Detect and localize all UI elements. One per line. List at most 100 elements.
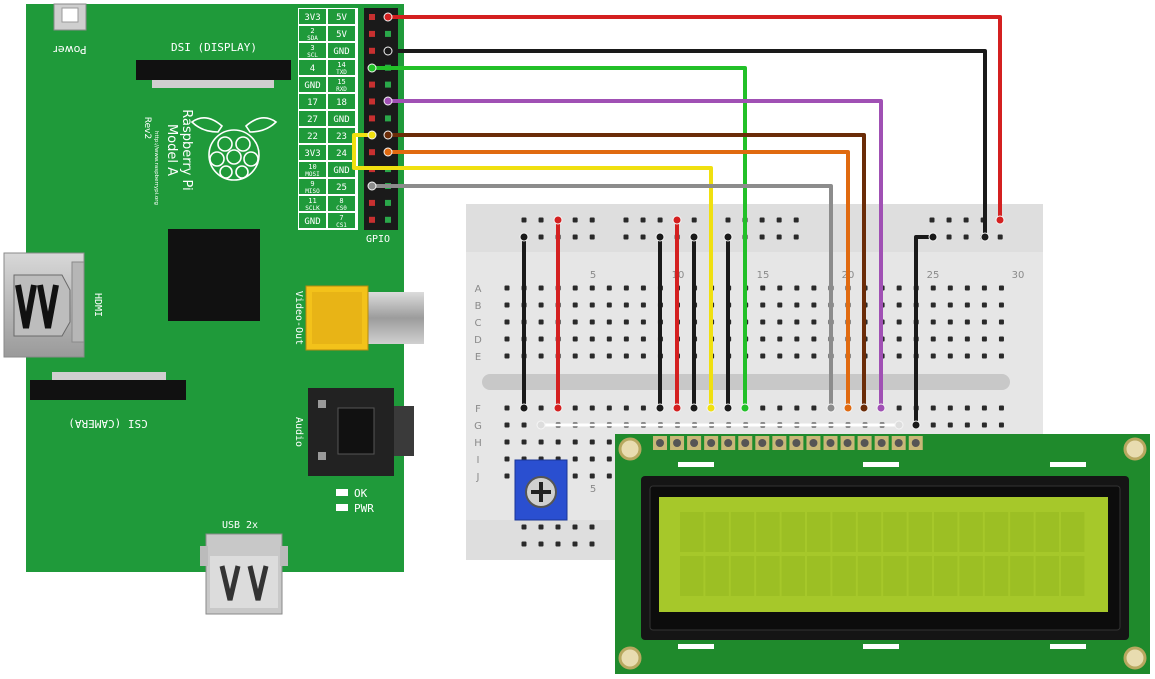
gpio-cell (328, 9, 355, 24)
gpio-cell (328, 196, 355, 211)
gpio-pin (369, 199, 375, 206)
wire-end (519, 403, 529, 413)
pwr-led (336, 504, 348, 511)
wire-orange-gpio24 (386, 150, 850, 410)
breadboard-row-label: E (475, 352, 481, 363)
breadboard-hole (794, 336, 800, 342)
breadboard-hole (777, 319, 783, 325)
gpio-pin-name: 23 (336, 132, 347, 142)
breadboard-hole (555, 541, 561, 547)
breadboard-hole (759, 217, 765, 223)
breadboard-hole (606, 439, 612, 445)
lcd-pin-hole (860, 439, 869, 447)
gpio-cell (328, 111, 355, 126)
breadboard-hole (606, 336, 612, 342)
breadboard-hole (794, 353, 800, 359)
wire-end (876, 403, 886, 413)
audio-label: Audio (293, 417, 304, 447)
gpio-pin-function: RXD (336, 86, 347, 93)
breadboard-hole (998, 302, 1004, 308)
lcd-pin-hole (707, 439, 716, 447)
lcd-char-cell (1010, 556, 1034, 596)
breadboard-hole (555, 524, 561, 530)
gpio-cell (299, 26, 326, 41)
lcd-char-cell (857, 512, 882, 552)
gpio-pin-number: 8 (339, 197, 343, 205)
gpio-pin (385, 216, 391, 223)
gpio-cell (299, 128, 326, 143)
breadboard-row-label: B (475, 301, 482, 312)
breadboard-column-number: 30 (1012, 270, 1025, 281)
breadboard-hole (947, 336, 953, 342)
breadboard-hole (640, 285, 646, 291)
video-out-connector (305, 285, 424, 351)
breadboard-hole (589, 473, 595, 479)
breadboard-hole (623, 405, 629, 411)
lcd-char-cell (984, 512, 1009, 552)
lcd-char-cell (705, 556, 729, 596)
breadboard-hole (964, 285, 970, 291)
breadboard-hole (947, 319, 953, 325)
breadboard-hole (964, 422, 970, 428)
lcd-char-cell (756, 556, 780, 596)
breadboard-hole (777, 336, 783, 342)
gpio-pin (369, 14, 375, 20)
breadboard-top-rail (466, 204, 1043, 252)
gpio-pin-name: 3V3 (304, 13, 320, 23)
lcd-pin-hole (656, 439, 664, 447)
breadboard-hole (589, 524, 595, 530)
breadboard-hole (896, 353, 902, 359)
breadboard-hole (811, 405, 817, 411)
gpio-pin-number: 7 (339, 214, 343, 222)
breadboard-hole (930, 319, 936, 325)
breadboard-hole (504, 336, 510, 342)
gpio-pin-number: 2 (310, 27, 314, 35)
wire-end (672, 215, 682, 225)
breadboard-hole (811, 285, 817, 291)
breadboard-hole (606, 319, 612, 325)
breadboard-row-label: J (476, 472, 480, 483)
breadboard-hole (725, 217, 731, 223)
breadboard-hole (606, 353, 612, 359)
gpio-cell (299, 60, 326, 75)
lcd-pin-hole (809, 439, 818, 447)
lcd-pin-hole (894, 439, 903, 447)
breadboard-hole (998, 285, 1004, 291)
breadboard-hole (981, 285, 987, 291)
gpio-pin-number: 9 (310, 180, 314, 188)
breadboard-hole (964, 405, 970, 411)
lcd-pin-hole (775, 439, 784, 447)
breadboard-hole (606, 285, 612, 291)
lcd-char-cell (908, 556, 932, 596)
gpio-pin-name: GND (333, 47, 349, 57)
jumper-black-5 (914, 235, 935, 427)
breadboard-hole (538, 285, 544, 291)
wire-end (843, 403, 853, 413)
breadboard-hole (640, 234, 646, 240)
breadboard-hole (521, 422, 527, 428)
wire-end (672, 403, 682, 413)
breadboard-hole (964, 302, 970, 308)
breadboard-hole (777, 405, 783, 411)
gpio-pin-function: TXD (336, 69, 347, 76)
breadboard-hole (640, 217, 646, 223)
breadboard-hole (572, 439, 578, 445)
breadboard-hole (538, 353, 544, 359)
gpio-pin-name: 5V (336, 30, 347, 40)
dsi-connector (136, 60, 291, 80)
breadboard-hole (896, 336, 902, 342)
gpio-cell (299, 111, 326, 126)
breadboard-hole (572, 405, 578, 411)
lcd-pin-hole (826, 439, 835, 447)
lcd-pin-hole (792, 439, 801, 447)
wire-purple-gpio18 (386, 99, 883, 410)
lcd-char-cell (908, 512, 932, 552)
wire-end (383, 147, 393, 157)
breadboard-hole (793, 234, 799, 240)
wire-end (655, 403, 665, 413)
dsi-label: DSI (DISPLAY) (171, 41, 257, 54)
lcd-char-cell (730, 556, 755, 596)
breadboard-hole (811, 319, 817, 325)
ok-led (336, 489, 348, 496)
breadboard-hole (760, 285, 766, 291)
